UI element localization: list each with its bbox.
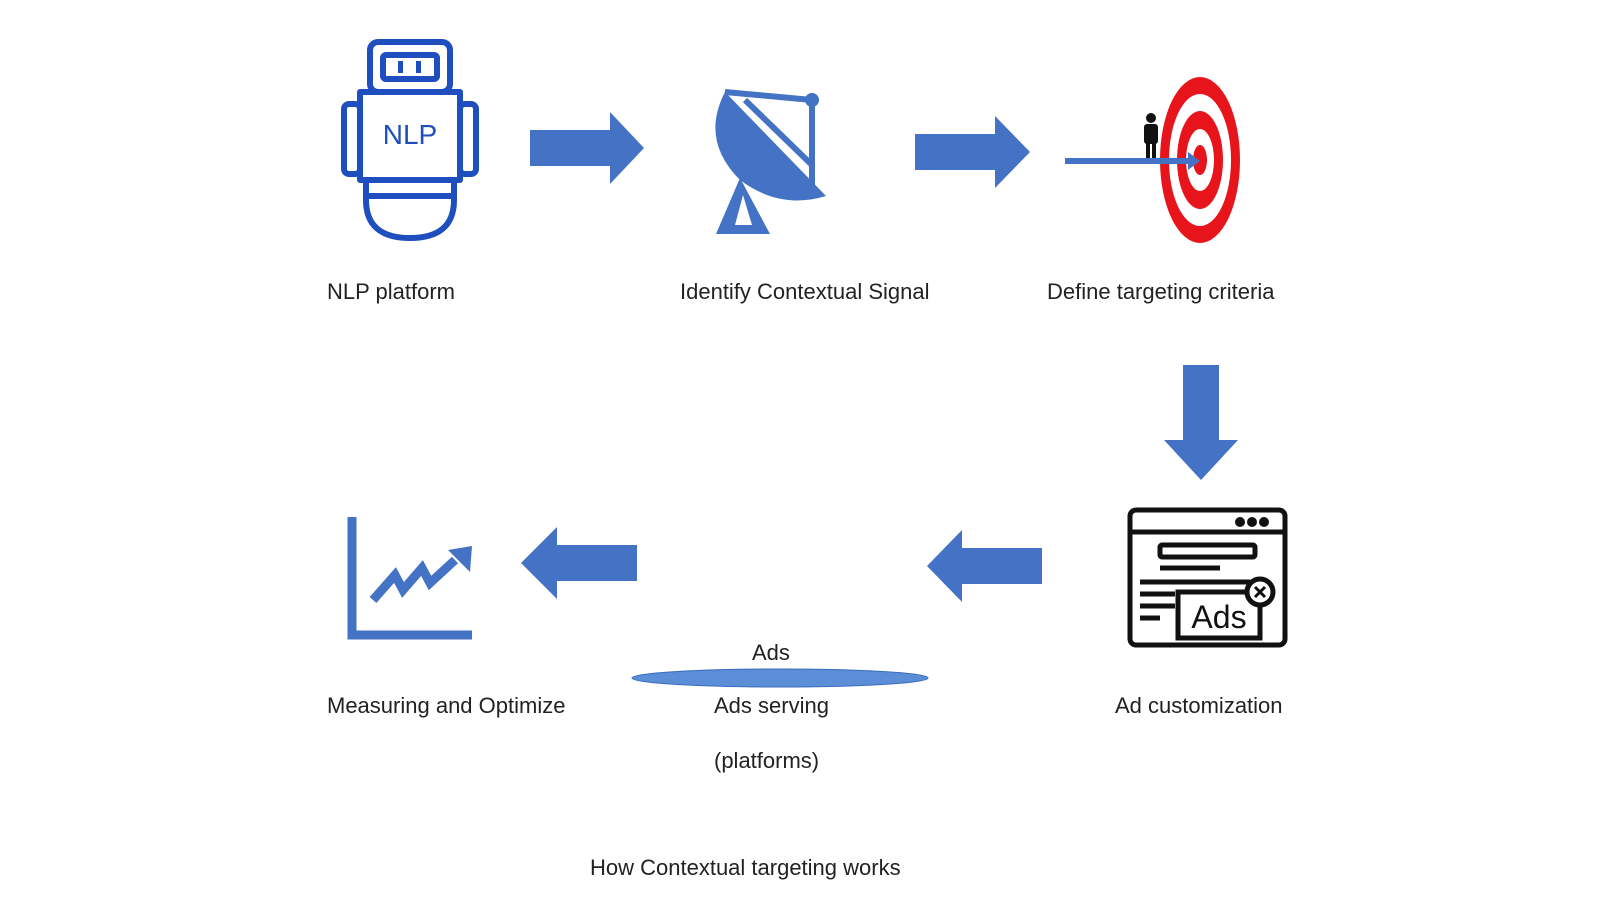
ads-icon-text: Ads [1191, 599, 1246, 635]
person-icon [1144, 113, 1158, 158]
ad-browser-icon: Ads [1127, 507, 1288, 648]
arrow-right-icon [530, 112, 644, 184]
ads-label: Ads [752, 640, 790, 665]
identify-signal-label: Identify Contextual Signal [680, 279, 930, 304]
satellite-dish-icon [715, 89, 826, 234]
arrow-left-icon [927, 530, 1042, 602]
diagram-caption: How Contextual targeting works [590, 855, 901, 880]
target-icon [1065, 77, 1240, 243]
nlp-platform-label: NLP platform [327, 279, 455, 304]
platforms-label: (platforms) [714, 748, 820, 773]
arrow-right-icon [915, 116, 1030, 188]
ad-customization-label: Ad customization [1115, 693, 1283, 718]
robot-icon: NLP [341, 39, 479, 241]
arrow-left-icon [521, 527, 637, 599]
ads-serving-label: Ads serving [714, 693, 829, 718]
ads-serving-platform-shape [631, 668, 929, 688]
targeting-criteria-label: Define targeting criteria [1047, 279, 1275, 304]
measuring-label: Measuring and Optimize [327, 693, 566, 718]
growth-chart-icon [347, 517, 472, 640]
robot-icon-text: NLP [383, 119, 437, 150]
arrow-down-icon [1164, 365, 1238, 480]
